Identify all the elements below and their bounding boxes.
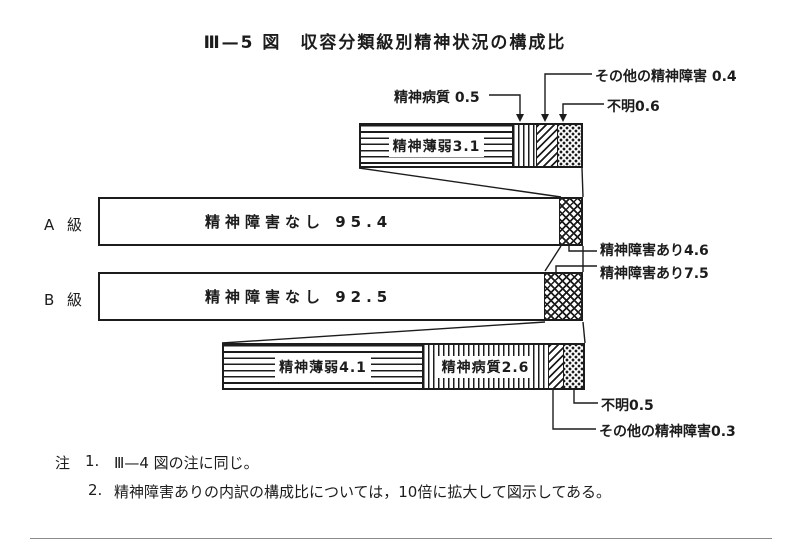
- a-hakujaku-label: 精神薄弱3.1: [388, 134, 485, 157]
- byoshitsu-leader-line: [489, 94, 521, 115]
- b-main-bar: 精神障害なし 92.5: [98, 272, 583, 321]
- fumei-top-leader-line: [562, 103, 604, 115]
- a-sonota-segment: [536, 125, 557, 166]
- b-ari-callout: 精神障害あり7.5: [600, 266, 709, 282]
- figure-title: Ⅲ—5 図 収容分類級別精神状況の構成比: [203, 33, 567, 53]
- note-2-number: 2.: [88, 481, 103, 499]
- a-main-bar: 精神障害なし 95.4: [98, 197, 583, 246]
- bottom-rule: [30, 538, 772, 539]
- a-byoshitsu-segment: [512, 125, 536, 166]
- b-byoshitsu-segment: 精神病質2.6: [422, 345, 548, 388]
- funnel-bottom-left-line: [221, 321, 546, 344]
- b-fumei-segment: [563, 345, 583, 388]
- b-sonota-callout: その他の精神障害0.3: [599, 424, 736, 440]
- a-ari-segment: [559, 199, 581, 244]
- sonota-top-leader-line: [544, 73, 592, 115]
- note-1-text: Ⅲ—4 図の注に同じ。: [114, 454, 259, 472]
- b-byoshitsu-label: 精神病質2.6: [437, 355, 534, 378]
- note-1-number: 1.: [85, 452, 100, 470]
- a-sonota-callout: その他の精神障害 0.4: [595, 69, 737, 85]
- funnel-top-left-line: [358, 167, 562, 198]
- funnel-top-right-line: [581, 167, 584, 198]
- b-hakujaku-label: 精神薄弱4.1: [275, 355, 371, 378]
- b-hakujaku-segment: 精神薄弱4.1: [224, 345, 422, 388]
- funnel-bottom-right-line: [582, 321, 586, 344]
- byoshitsu-arrow-icon: [516, 114, 524, 122]
- a-fumei-callout: 不明0.6: [607, 99, 660, 115]
- b-category-label: B 級: [44, 291, 87, 309]
- note-2-text: 精神障害ありの内訳の構成比については，10倍に拡大して図示してある。: [114, 483, 611, 501]
- b-breakdown-bar: 精神薄弱4.1 精神病質2.6: [222, 343, 585, 390]
- b-nashi-label: 精神障害なし 92.5: [205, 288, 393, 306]
- a-category-label: A 級: [44, 216, 87, 234]
- sonota-top-arrow-icon: [541, 114, 549, 122]
- fumei-top-arrow-icon: [559, 114, 567, 122]
- sonota-bottom-leader-line: [552, 390, 596, 430]
- b-fumei-callout: 不明0.5: [601, 398, 654, 414]
- a-nashi-segment: 精神障害なし 95.4: [100, 199, 559, 244]
- fumei-bottom-leader-line: [573, 390, 598, 404]
- a-hakujaku-segment: 精神薄弱3.1: [361, 125, 512, 166]
- a-ari-callout: 精神障害あり4.6: [600, 243, 709, 259]
- b-nashi-segment: 精神障害なし 92.5: [100, 274, 544, 319]
- b-ari-segment: [544, 274, 581, 319]
- crosshatch-bridge-line: [544, 245, 562, 272]
- b-sonota-segment: [548, 345, 563, 388]
- a-fumei-segment: [557, 125, 581, 166]
- note-mark: 注: [55, 454, 71, 472]
- a-nashi-label: 精神障害なし 95.4: [205, 213, 393, 231]
- a-breakdown-bar: 精神薄弱3.1: [359, 123, 583, 168]
- ari-46-leader-line: [568, 246, 597, 252]
- a-byoshitsu-callout: 精神病質 0.5: [394, 90, 480, 106]
